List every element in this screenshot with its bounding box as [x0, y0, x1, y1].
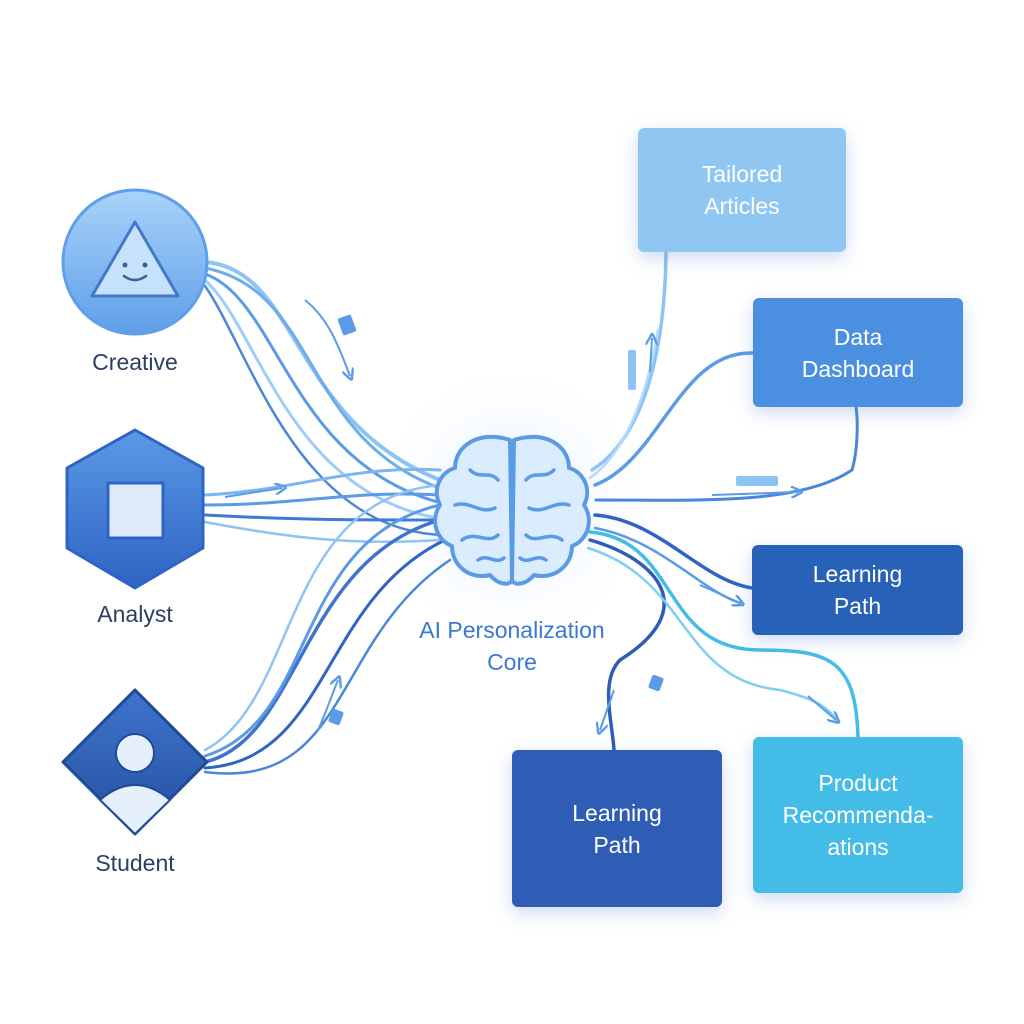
output-product-recommendations: Product Recommenda- ations: [753, 737, 963, 893]
output-label-line3: ations: [827, 834, 889, 860]
output-learning-path-bottom: Learning Path: [512, 750, 722, 907]
output-label-line2: Articles: [704, 193, 780, 219]
output-label-line2: Recommenda-: [782, 802, 934, 828]
output-label-line1: Tailored: [701, 161, 783, 187]
persona-student: [61, 688, 209, 836]
particle: [648, 674, 664, 692]
student-flows: [203, 483, 452, 775]
out-flow-arrow: [650, 338, 652, 373]
analyst-flow-arrow: [224, 488, 282, 498]
output-label-line2: Path: [833, 593, 882, 619]
square-icon: [106, 481, 165, 540]
out-flow-arrow: [807, 695, 836, 720]
output-label-line1: Product: [818, 770, 898, 796]
creative-flow-arrow: [304, 299, 350, 376]
particle: [736, 476, 778, 486]
persona-analyst: [65, 428, 205, 590]
analyst-flows: [203, 467, 442, 544]
output-data-dashboard: Data Dashboard: [753, 298, 963, 407]
output-label-line2: Path: [593, 831, 641, 858]
out-flow-arrow: [600, 689, 615, 730]
smiling-triangle-icon: [90, 220, 180, 298]
output-label-line2: Dashboard: [801, 355, 915, 382]
output-learning-path-right: Learning Path: [752, 545, 963, 635]
output-tailored-articles: Tailored Articles: [638, 128, 846, 252]
particle: [328, 708, 344, 726]
out-flow-arrow: [711, 492, 798, 495]
out-flow-arrow: [699, 584, 740, 603]
output-label-line1: Learning: [812, 561, 903, 587]
brain-icon: [433, 434, 591, 586]
user-silhouette-icon: [99, 733, 171, 835]
creative-flows: [203, 260, 457, 537]
student-flow-arrow: [317, 680, 338, 731]
outgoing-flows: [586, 250, 860, 752]
output-label-line1: Learning: [572, 799, 662, 826]
output-label-line1: Data: [833, 323, 883, 350]
particle: [628, 350, 636, 390]
particle: [337, 314, 357, 336]
persona-creative: [61, 188, 209, 336]
